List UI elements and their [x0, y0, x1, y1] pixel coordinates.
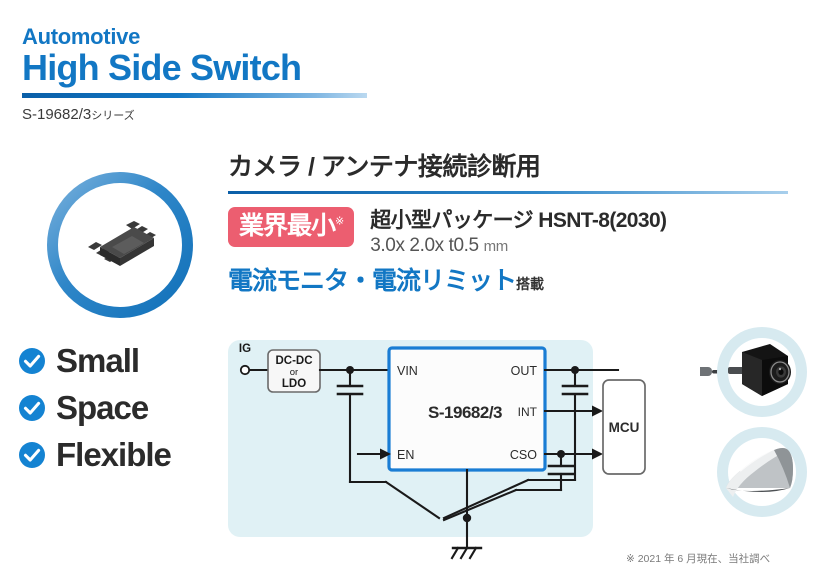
regulator-label-3: LDO [282, 378, 306, 390]
info-divider [228, 191, 788, 194]
dimension-value: 3.0x 2.0x t0.5 [370, 235, 479, 257]
check-circle-icon [19, 441, 45, 468]
antenna-photo-circle [717, 427, 807, 517]
dimension-unit: mm [483, 238, 509, 256]
chip-circle-inner [58, 183, 182, 307]
product-info-block: カメラ / アンテナ接続診断用 業界最小※ 超小型パッケージ HSNT-8(20… [228, 152, 818, 296]
circuit-diagram: IG DC-DC or LDO VIN EN OUT INT CSO S-196… [239, 343, 646, 560]
ground-icon [450, 546, 483, 560]
list-item-label: Small [56, 342, 140, 379]
badge-label: 業界最小 [239, 212, 336, 240]
cso-arrow-icon [592, 448, 603, 460]
camera-module-icon [728, 344, 791, 396]
badge-footnote-mark: ※ [335, 215, 344, 228]
regulator-label-1: DC-DC [275, 355, 312, 367]
series-name: S-19682/3シリーズ [22, 106, 422, 123]
package-dimensions: 3.0x 2.0x t0.5 mm [370, 235, 666, 257]
pin-label-out: OUT [511, 364, 538, 378]
series-suffix: シリーズ [91, 109, 135, 122]
feature-sub-text: 搭載 [516, 276, 545, 293]
package-name: 超小型パッケージ HSNT-8(2030) [370, 209, 667, 232]
application-photos [700, 327, 807, 517]
int-arrow-icon [592, 405, 603, 417]
camera-photo-circle [717, 327, 807, 417]
mcu-block [602, 379, 646, 475]
feature-headline: 電流モニタ・電流リミット搭載 [228, 267, 818, 296]
en-arrow-icon [380, 448, 391, 460]
chip-badge-circle [47, 172, 193, 318]
ig-label: IG [239, 343, 251, 355]
list-item: Flexible [18, 438, 218, 471]
feature-checklist: Small Space Flexible [18, 344, 218, 485]
pin-label-vin: VIN [397, 364, 418, 378]
check-circle-icon [19, 394, 45, 421]
list-item: Small [18, 344, 218, 377]
pin-label-en: EN [397, 448, 414, 462]
pin-label-int: INT [518, 405, 538, 419]
mcu-label: MCU [609, 420, 640, 435]
title-divider [22, 92, 367, 98]
package-row: 業界最小※ 超小型パッケージ HSNT-8(2030) 3.0x 2.0x t0… [228, 207, 818, 257]
page-title: High Side Switch [22, 47, 302, 88]
package-text: 超小型パッケージ HSNT-8(2030) 3.0x 2.0x t0.5 mm [370, 207, 667, 257]
list-item: Space [18, 391, 218, 424]
series-number: S-19682/3 [22, 105, 92, 123]
list-item-label: Flexible [56, 436, 172, 473]
ic-package-icon [88, 221, 156, 266]
ic-part-number: S-19682/3 [428, 403, 502, 422]
feature-main-text: 電流モニタ・電流リミット [228, 267, 517, 296]
status-badge: 業界最小※ [228, 207, 355, 247]
footnote-text: ※ 2021 年 6 月現在、当社調べ [626, 553, 771, 565]
list-item-label: Space [56, 389, 149, 426]
eyebrow-text: Automotive [22, 24, 141, 49]
ig-terminal-icon [239, 364, 251, 376]
shark-fin-antenna-icon [726, 446, 793, 497]
check-circle-icon [19, 347, 45, 374]
regulator-label-2: or [290, 367, 298, 378]
application-title: カメラ / アンテナ接続診断用 [228, 153, 541, 181]
pin-label-cso: CSO [510, 448, 537, 462]
page-header: Automotive High Side Switch S-19682/3シリー… [22, 26, 422, 123]
